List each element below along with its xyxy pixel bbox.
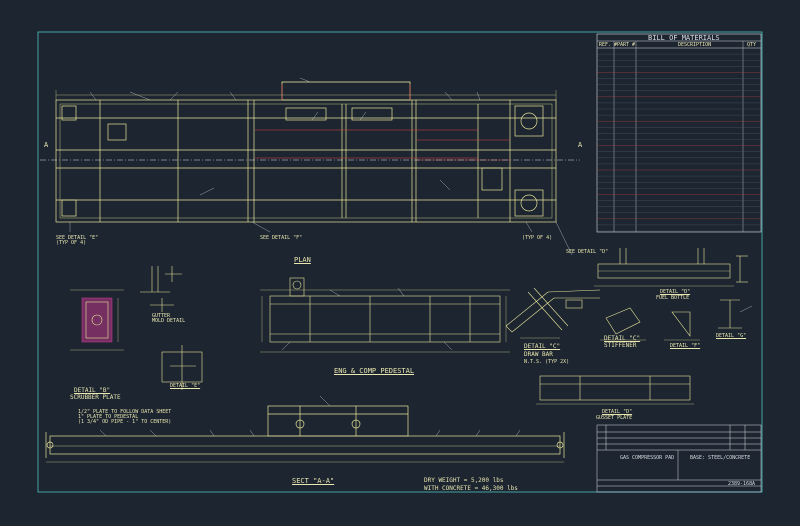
detail-g-title: DETAIL "G" bbox=[716, 333, 747, 339]
section-leaders bbox=[99, 395, 521, 437]
section-mark-a-right: A bbox=[578, 141, 583, 149]
dry-weight-note: DRY WEIGHT = 5,200 lbs bbox=[424, 477, 504, 484]
detail-f-title: DETAIL "F" bbox=[670, 343, 701, 349]
bom-header-qty: QTY bbox=[747, 42, 757, 48]
title-block[interactable] bbox=[596, 424, 762, 493]
bom-rows bbox=[597, 53, 761, 232]
fuel-bottle-label: FUEL BOTTLE bbox=[656, 295, 690, 301]
detail-c-view[interactable] bbox=[505, 287, 601, 339]
revision-letter: A bbox=[752, 481, 756, 487]
stiffener-label: STIFFENER bbox=[604, 342, 637, 349]
detail-c2-title: DETAIL "C" bbox=[604, 335, 641, 342]
detail-stiffener-view[interactable] bbox=[600, 299, 753, 341]
pedestal-title: ENG & COMP PEDESTAL bbox=[334, 367, 415, 375]
bom-header-description: DESCRIPTION bbox=[678, 42, 712, 48]
plan-red-centerlines bbox=[255, 84, 510, 161]
typ-of-4-label: (TYP OF 4) bbox=[522, 235, 553, 241]
detail-e-title: DETAIL "E" bbox=[170, 383, 201, 389]
gutter-mold-label: GUTTER MOLD DETAIL bbox=[152, 313, 186, 324]
title-block-title: GAS COMPRESSOR PAD bbox=[620, 455, 675, 461]
section-aa-view[interactable] bbox=[45, 405, 565, 463]
section-mark-a-left: A bbox=[44, 141, 49, 149]
detail-b-title: DETAIL "B" bbox=[74, 387, 111, 394]
detail-e-view[interactable] bbox=[140, 266, 203, 390]
section-aa-title: SECT "A-A" bbox=[292, 477, 335, 485]
plan-view-title: PLAN bbox=[294, 256, 311, 264]
see-detail-d-label: SEE DETAIL "D" bbox=[566, 249, 609, 255]
pedestal-view[interactable] bbox=[260, 277, 510, 353]
bom-header-ref: REF. # bbox=[599, 42, 618, 48]
detail-d-title: DETAIL "D" bbox=[660, 289, 691, 295]
detail-c-scale-label: N.T.S. (TYP 2X) bbox=[524, 359, 570, 365]
pedestal-leaders bbox=[281, 287, 453, 351]
see-detail-f-label: SEE DETAIL "F" bbox=[260, 235, 303, 241]
gusset-detail-title: DETAIL "D" bbox=[602, 409, 633, 415]
bom-table[interactable] bbox=[596, 33, 762, 233]
plan-top-dims bbox=[55, 90, 557, 100]
drawing-border bbox=[37, 31, 763, 493]
detail-c-title: DETAIL "C" bbox=[524, 343, 561, 350]
bom-header-part: PART # bbox=[617, 42, 636, 48]
section-note: 1/2" PLATE TO FOLLOW DATA SHEET 1" PLATE… bbox=[78, 409, 172, 425]
scrubber-plate-label: SCRUBBER PLATE bbox=[70, 394, 121, 401]
plan-view[interactable] bbox=[55, 81, 557, 223]
detail-d-view[interactable] bbox=[594, 248, 748, 287]
plan-leaders bbox=[69, 77, 573, 256]
see-detail-e-label: SEE DETAIL "E" (TYP OF 4) bbox=[56, 235, 99, 246]
with-concrete-note: WITH CONCRETE = 46,300 lbs bbox=[424, 485, 518, 492]
drawing-number: 2389-168 bbox=[728, 481, 753, 487]
detail-b-view[interactable] bbox=[70, 289, 124, 351]
title-block-subtitle: BASE: STEEL/CONCRETE bbox=[690, 455, 751, 461]
gusset-plate-label: GUSSET PLATE bbox=[596, 415, 633, 421]
bom-title: BILL OF MATERIALS bbox=[648, 34, 720, 42]
drawbar-label: DRAW BAR bbox=[524, 351, 553, 358]
gusset-plate-view[interactable] bbox=[536, 375, 694, 405]
